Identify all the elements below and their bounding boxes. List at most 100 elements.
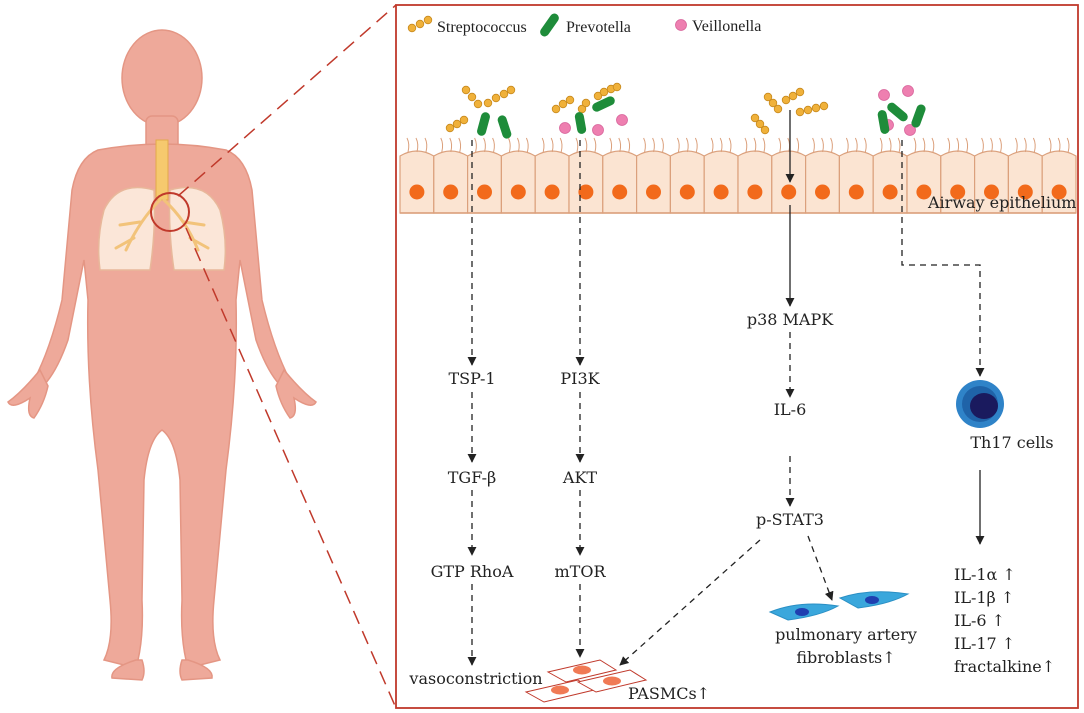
epithelial-cell	[771, 150, 807, 214]
cilium	[643, 137, 646, 153]
cilium	[956, 137, 960, 153]
label-p38-mapk: p38 MAPK	[747, 310, 834, 329]
cilium	[652, 137, 655, 153]
cilium	[661, 137, 664, 153]
cilium	[541, 137, 545, 153]
pathway-1-labels: TSP-1 TGF-β GTP RhoA vasoconstriction	[408, 369, 542, 688]
cytokine-item: IL-1β ↑	[954, 588, 1014, 607]
streptococcus-legend-icon	[407, 15, 433, 33]
cilium	[728, 137, 732, 153]
epithelial-cell	[500, 150, 536, 214]
epithelial-cell	[805, 150, 840, 214]
cytokine-item: IL-1α ↑	[954, 565, 1016, 584]
epithelial-cell	[1041, 150, 1077, 214]
cilium	[863, 137, 867, 153]
cilium	[1014, 137, 1018, 153]
cilium	[584, 137, 588, 153]
fibroblast-cells	[768, 591, 910, 621]
cilium	[753, 137, 757, 153]
cell-nucleus	[781, 184, 797, 200]
cell-nucleus	[612, 184, 628, 200]
veillonella-legend-icon	[675, 19, 687, 31]
human-body-figure	[7, 29, 317, 681]
cilium	[440, 137, 444, 153]
cell-nucleus	[1017, 184, 1033, 200]
cilium	[415, 137, 419, 153]
label-pasmcs: PASMCs↑	[628, 684, 710, 703]
cilium	[845, 137, 849, 153]
airway-epithelium	[399, 137, 1077, 214]
cilium	[1023, 137, 1027, 153]
detail-panel-border	[395, 4, 1079, 709]
pasmc-cells	[524, 659, 648, 703]
cilium	[990, 137, 993, 153]
cell-nucleus	[646, 184, 661, 200]
arrow-pstat3-to-fibroblasts	[807, 535, 834, 601]
cilium	[694, 137, 698, 153]
cell-nucleus	[679, 184, 695, 200]
cell-nucleus	[1051, 184, 1067, 200]
epithelial-cell	[467, 150, 502, 214]
cell-nucleus	[578, 184, 594, 200]
cilium	[609, 137, 613, 153]
legend: Streptococcus Prevotella Veillonella	[407, 13, 761, 37]
bacteria-cluster-2	[551, 82, 628, 136]
zoom-connector-lines	[177, 4, 397, 709]
arrow-pstat3-to-pasmcs	[619, 539, 761, 666]
epithelial-cell	[568, 150, 604, 214]
cilium	[931, 137, 935, 153]
cell-nucleus	[916, 184, 932, 200]
cell-nucleus	[544, 184, 560, 200]
prevotella-legend-icon	[540, 13, 559, 37]
epithelial-cell	[838, 150, 874, 214]
label-mtor: mTOR	[554, 562, 606, 581]
cilium	[458, 137, 462, 153]
legend-label-streptococcus: Streptococcus	[437, 19, 527, 36]
cell-nucleus	[950, 184, 966, 200]
th17-cell-icon	[956, 380, 1004, 428]
bacteria-cluster-1	[445, 85, 516, 139]
pathway-2-labels: PI3K AKT mTOR PASMCs↑	[554, 369, 710, 703]
epithelial-cell	[399, 150, 435, 214]
label-tsp1: TSP-1	[448, 369, 495, 388]
cilium	[575, 137, 579, 153]
cilium	[762, 137, 766, 153]
cilium	[1066, 137, 1070, 153]
cilium	[593, 137, 597, 153]
cilium	[1048, 137, 1052, 153]
cytokine-list: IL-1α ↑IL-1β ↑IL-6 ↑IL-17 ↑fractalkine↑	[954, 565, 1055, 676]
legend-label-prevotella: Prevotella	[566, 19, 631, 36]
cilium	[965, 137, 969, 153]
cell-nucleus	[477, 184, 492, 200]
label-th17-cells: Th17 cells	[970, 433, 1053, 452]
cilium	[830, 137, 833, 153]
cell-nucleus	[882, 184, 898, 200]
cilium	[719, 137, 723, 153]
cell-nucleus	[713, 184, 729, 200]
cell-nucleus	[984, 184, 999, 200]
cilium	[778, 137, 782, 153]
cilium	[424, 137, 428, 153]
cilium	[710, 137, 714, 153]
label-p-stat3: p-STAT3	[756, 510, 824, 529]
cell-nucleus	[848, 184, 864, 200]
label-akt: AKT	[562, 468, 598, 487]
pathway-4-labels: Th17 cells IL-1α ↑IL-1β ↑IL-6 ↑IL-17 ↑fr…	[954, 433, 1055, 676]
cell-nucleus	[409, 184, 425, 200]
epithelial-cell	[872, 150, 908, 214]
cytokine-item: IL-6 ↑	[954, 611, 1005, 630]
cilium	[854, 137, 858, 153]
cilium	[474, 137, 477, 153]
label-il6: IL-6	[774, 400, 807, 419]
cilium	[507, 137, 511, 153]
cilium	[821, 137, 824, 153]
epithelial-cell	[737, 150, 773, 214]
label-pi3k: PI3K	[560, 369, 600, 388]
label-pulmonary-artery: pulmonary artery	[775, 625, 917, 644]
label-gtp-rhoa: GTP RhoA	[431, 562, 514, 581]
cilium	[492, 137, 495, 153]
bacteria-cluster-4	[877, 85, 926, 136]
cilium	[559, 137, 563, 153]
cell-nucleus	[747, 184, 763, 200]
